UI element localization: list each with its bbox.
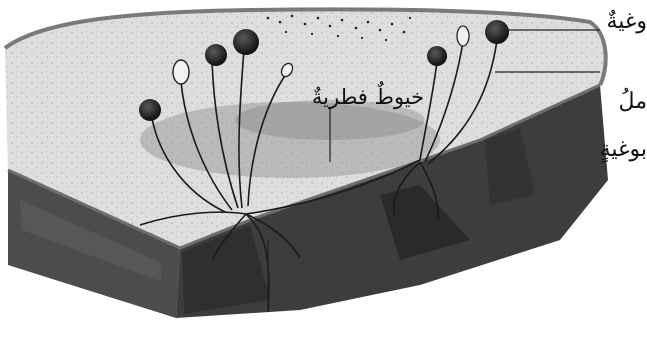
label-sporangium: وغيةٌ bbox=[606, 9, 647, 34]
label-spore: بوغيةٍ bbox=[600, 137, 647, 164]
label-hyphae: خيوطٌ فطريةٌ bbox=[312, 80, 424, 110]
label-sporangiophore: ملُ bbox=[619, 87, 647, 114]
bread-slice bbox=[5, 9, 608, 318]
